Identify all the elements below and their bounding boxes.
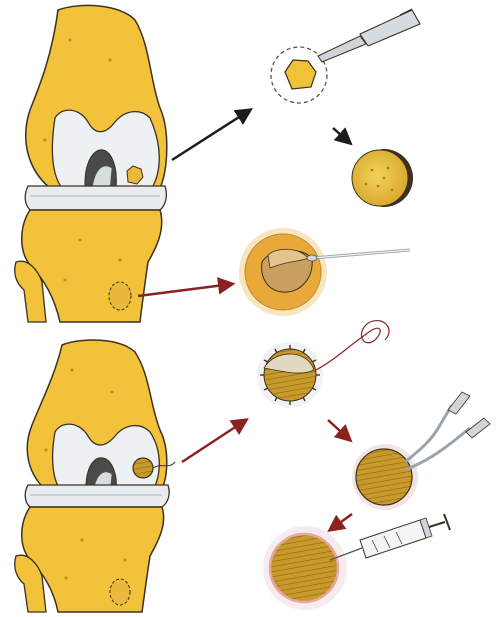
step-cell-injection	[263, 514, 450, 610]
periosteum-site-bottom	[110, 579, 130, 605]
periosteum-site-top	[109, 282, 131, 310]
step-periosteum-harvest	[239, 228, 410, 316]
suture-thread	[316, 321, 389, 370]
repair-patch-bottom	[133, 458, 153, 478]
cartilage-biopsy-piece	[285, 60, 316, 89]
step-flap-sealed	[352, 392, 490, 510]
forceps-icon	[405, 392, 490, 470]
arrow-seal-to-inject	[330, 514, 352, 530]
arrow-implant	[182, 420, 246, 462]
step-periosteal-flap	[257, 321, 389, 408]
arrow-biopsy	[172, 110, 250, 160]
arrow-biopsy-to-plug	[333, 128, 350, 143]
knee-bottom	[15, 340, 175, 612]
arrow-periosteum	[138, 284, 232, 296]
knee-top	[15, 5, 167, 322]
arrow-flap-to-seal	[328, 420, 350, 440]
step-cartilage-plug	[352, 149, 413, 207]
syringe-icon	[330, 514, 450, 560]
step-harvest-biopsy	[271, 9, 420, 103]
meniscus-bottom	[25, 485, 169, 507]
meniscus-top	[25, 186, 166, 210]
scalpel-icon	[318, 9, 420, 62]
